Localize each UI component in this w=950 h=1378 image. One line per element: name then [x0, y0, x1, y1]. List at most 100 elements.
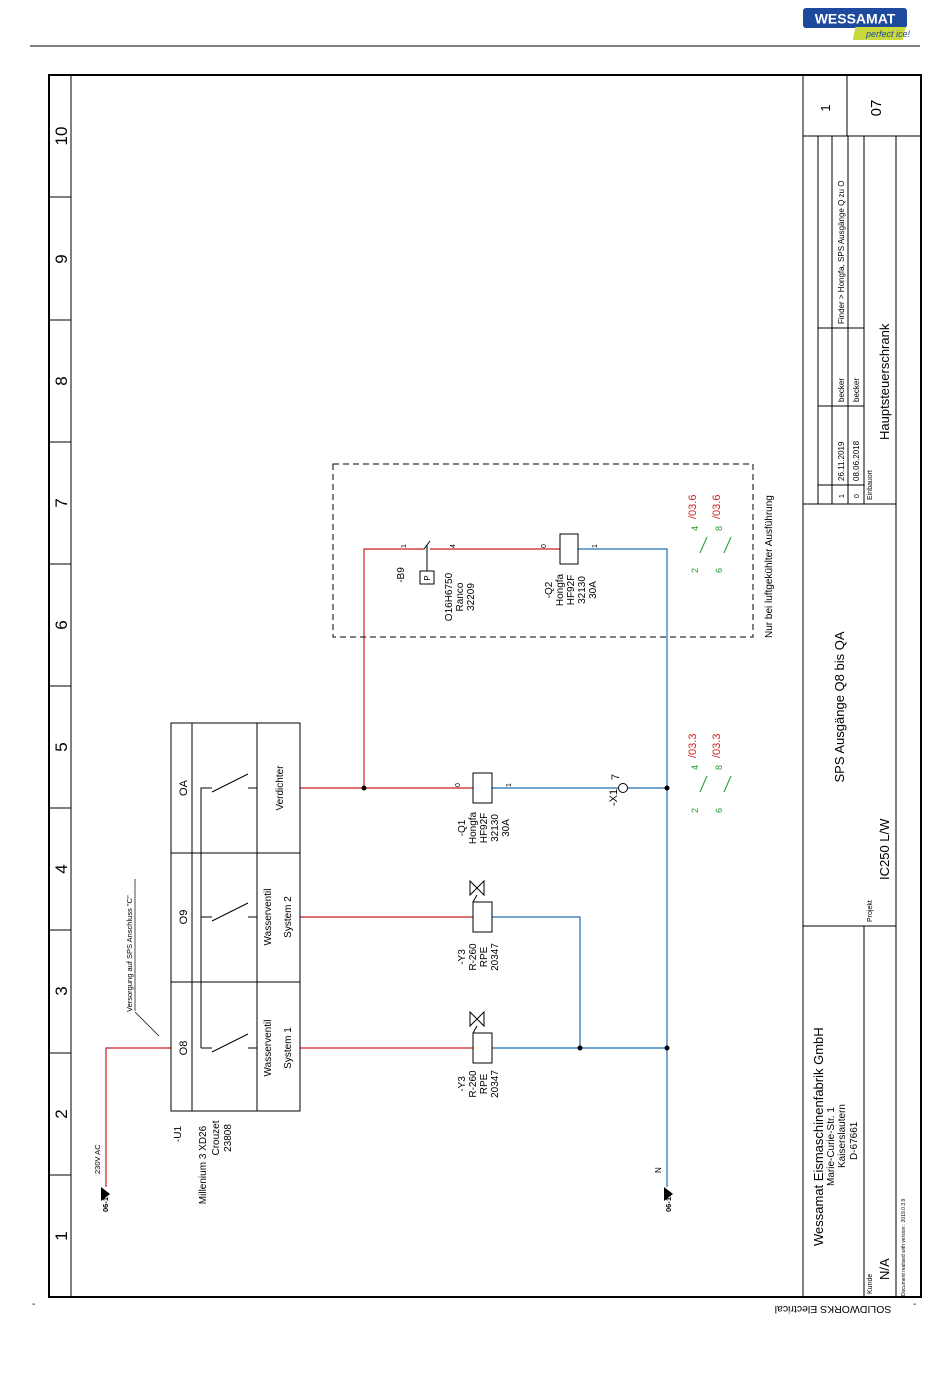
- valve-1-model: R-260: [468, 1070, 479, 1098]
- refs-q1-c1-a: 2: [690, 808, 700, 813]
- relay-q1-pin-a: 0: [455, 783, 462, 787]
- pressure-switch-tag: -B9: [396, 567, 407, 583]
- column-number-6: 6: [52, 620, 71, 629]
- pressure-switch-partno: 32209: [466, 583, 477, 611]
- column-number-3: 3: [52, 986, 71, 995]
- sheet-number: 1: [818, 104, 833, 111]
- pressure-switch-pin-a: 1: [401, 544, 408, 548]
- refs-q2-c1-a: 2: [690, 568, 700, 573]
- q2-contact-refs: 2 4 /03.6 6 8 /03.6: [687, 495, 732, 573]
- column-number-5: 5: [52, 742, 71, 751]
- column-number-4: 4: [52, 864, 71, 873]
- kunde-value: N/A: [877, 1258, 892, 1280]
- plc-model: Millenium 3 XD26: [198, 1125, 209, 1204]
- supply-voltage-label: 230V AC: [93, 1144, 102, 1174]
- logo-tagline: perfect ice!: [865, 29, 911, 39]
- relay-q1-model: HF92F: [479, 813, 490, 844]
- plc-output-o8: O8: [178, 1041, 190, 1056]
- plc-function-2-line1: Wasserventil: [263, 889, 274, 946]
- supply-ref-neutral: 06-10: [664, 1193, 673, 1212]
- refs-q1-c2-ref: /03.3: [711, 734, 723, 758]
- refs-q2-c1-b: 4: [690, 526, 700, 531]
- footer-dash-left: -: [32, 1299, 35, 1310]
- title-block-grid: [803, 75, 921, 1297]
- einbauort-label: Einbauort: [867, 470, 874, 500]
- pressure-switch-maker: Ranco: [455, 582, 466, 611]
- column-number-1: 1: [52, 1231, 71, 1240]
- pressure-switch-model: O16H6750: [444, 572, 455, 621]
- refs-q1-c1-ref: /03.3: [687, 734, 699, 758]
- relay-q2-coil: [559, 533, 579, 565]
- refs-q1-c2-b: 8: [714, 765, 724, 770]
- supply-neutral-label: N: [654, 1167, 663, 1173]
- refs-q2-c2-ref: /03.6: [711, 495, 723, 519]
- supply-ref-phase: 06-10: [101, 1193, 110, 1212]
- plc-function-2-line2: System 2: [283, 896, 294, 938]
- plc-function-3-line1: Verdichter: [275, 765, 286, 811]
- logo-text: WESSAMAT: [815, 11, 896, 27]
- company-name: Wessamat Eismaschinenfabrik GmbH: [811, 1027, 826, 1246]
- projekt-label: Projekt: [867, 900, 874, 922]
- relay-q1-partno: 32130: [490, 814, 501, 842]
- valve-2-partno: 20347: [490, 943, 501, 971]
- footer-dash-right: -: [913, 1299, 916, 1310]
- relay-q1-rating: 30A: [501, 819, 512, 837]
- rev-1-date: 26.11.2019: [837, 441, 846, 481]
- rev-1-user: becker: [837, 378, 846, 402]
- column-number-9: 9: [52, 254, 71, 263]
- plc-output-o9: O9: [178, 910, 190, 925]
- column-number-7: 7: [52, 498, 71, 507]
- page-number: 07: [868, 100, 885, 117]
- relay-q2-maker: Hongfa: [555, 573, 566, 606]
- relay-q1-tag: -Q1: [457, 819, 468, 836]
- rev-1-desc: Finder > Hongfa, SPS Ausgänge Q zu O: [837, 181, 846, 324]
- terminal-x1-tag: -X1: [608, 789, 620, 806]
- plc-tag: -U1: [173, 1126, 184, 1143]
- supply-arrow-neutral: [664, 1187, 673, 1201]
- relay-q2-model: HF92F: [566, 575, 577, 606]
- plc-function-1-line2: System 1: [283, 1027, 294, 1069]
- refs-q2-c2-b: 8: [714, 526, 724, 531]
- drawing-title: SPS Ausgänge Q8 bis QA: [832, 631, 847, 782]
- relay-q2-rating: 30A: [588, 581, 599, 599]
- neutral-wires: [492, 548, 668, 1187]
- drawing-frame: [48, 74, 922, 1298]
- supply-note-leader: [134, 1011, 160, 1037]
- rev-1-number: 1: [839, 494, 846, 498]
- refs-q1-c1-b: 4: [690, 765, 700, 770]
- rev-0-user: becker: [852, 378, 861, 402]
- refs-q1-c2-a: 6: [714, 808, 724, 813]
- refs-q2-c2-a: 6: [714, 568, 724, 573]
- pressure-switch-pin-b: 4: [450, 544, 457, 548]
- relay-q2-tag: -Q2: [544, 581, 555, 598]
- pressure-switch-symbol: P: [423, 575, 432, 580]
- relay-q2-partno: 32130: [577, 576, 588, 604]
- q1-contact-refs: 2 4 /03.3 6 8 /03.3: [687, 734, 732, 813]
- optional-note: Nur bei luftgekühlter Ausführung: [764, 495, 775, 638]
- valve-1-maker: RPE: [479, 1073, 490, 1094]
- junction-dots: [361, 785, 670, 1051]
- valve-2-symbol: [469, 879, 493, 933]
- projekt-value: IC250 L/W: [877, 818, 892, 880]
- valve-1-symbol: [469, 1010, 493, 1064]
- kunde-label: Kunde: [867, 1274, 874, 1294]
- plc-block: [170, 722, 301, 1112]
- column-number-10: 10: [52, 127, 71, 146]
- optional-air-cooled-box: [332, 463, 754, 638]
- column-number-2: 2: [52, 1109, 71, 1118]
- valve-1-partno: 20347: [490, 1070, 501, 1098]
- plc-function-1-line1: Wasserventil: [263, 1020, 274, 1077]
- valve-1-tag: -Y3: [457, 1076, 468, 1092]
- company-street: Marie-Curie-Str. 1: [826, 1107, 837, 1186]
- relay-q1-maker: Hongfa: [468, 811, 479, 844]
- column-dividers: [49, 196, 71, 1176]
- relay-q2-pin-a: 0: [541, 544, 548, 548]
- version-note: Document realised with version : 2019.0.…: [901, 1199, 907, 1296]
- pressure-switch-b9: [419, 540, 435, 585]
- rev-0-number: 0: [854, 494, 861, 498]
- relay-q1-pin-b: 1: [506, 783, 513, 787]
- footer-software: SOLIDWORKS Electrical: [775, 1303, 892, 1315]
- supply-arrow-phase: [101, 1187, 110, 1201]
- column-number-8: 8: [52, 376, 71, 385]
